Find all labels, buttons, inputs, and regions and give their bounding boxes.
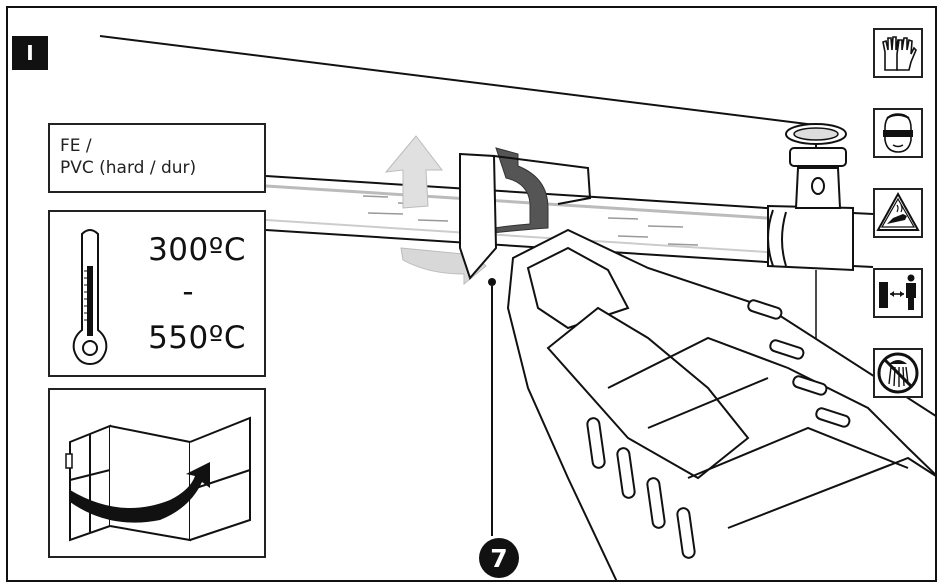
open-manual-icon: [65, 416, 251, 542]
drill-body: [506, 228, 935, 580]
temperature-low: 550ºC: [148, 320, 246, 356]
temperature-separator: -: [182, 274, 194, 310]
hot-surface-warning-icon: [873, 188, 923, 238]
reference-number-badge: 7: [479, 538, 519, 578]
drilling-illustration: [99, 35, 935, 580]
no-water-icon: [873, 348, 923, 398]
material-line-2: PVC (hard / dur): [60, 158, 197, 178]
safety-goggles-icon: [873, 108, 923, 158]
gloves-icon: [873, 28, 923, 78]
safety-distance-icon: [873, 268, 923, 318]
material-box: FE / PVC (hard / dur): [48, 123, 266, 193]
thermometer-icon: [72, 229, 108, 366]
drill-guide: [459, 152, 592, 536]
instruction-panel: I FE / PVC (hard / dur) 300ºC - 550ºC: [6, 6, 937, 582]
manual-box: [48, 388, 266, 558]
temperature-high: 300ºC: [148, 232, 246, 268]
material-line-1: FE /: [60, 136, 92, 156]
t-fitting-valve: [767, 123, 874, 388]
temperature-box: 300ºC - 550ºC: [48, 210, 266, 377]
step-label: I: [12, 36, 48, 70]
